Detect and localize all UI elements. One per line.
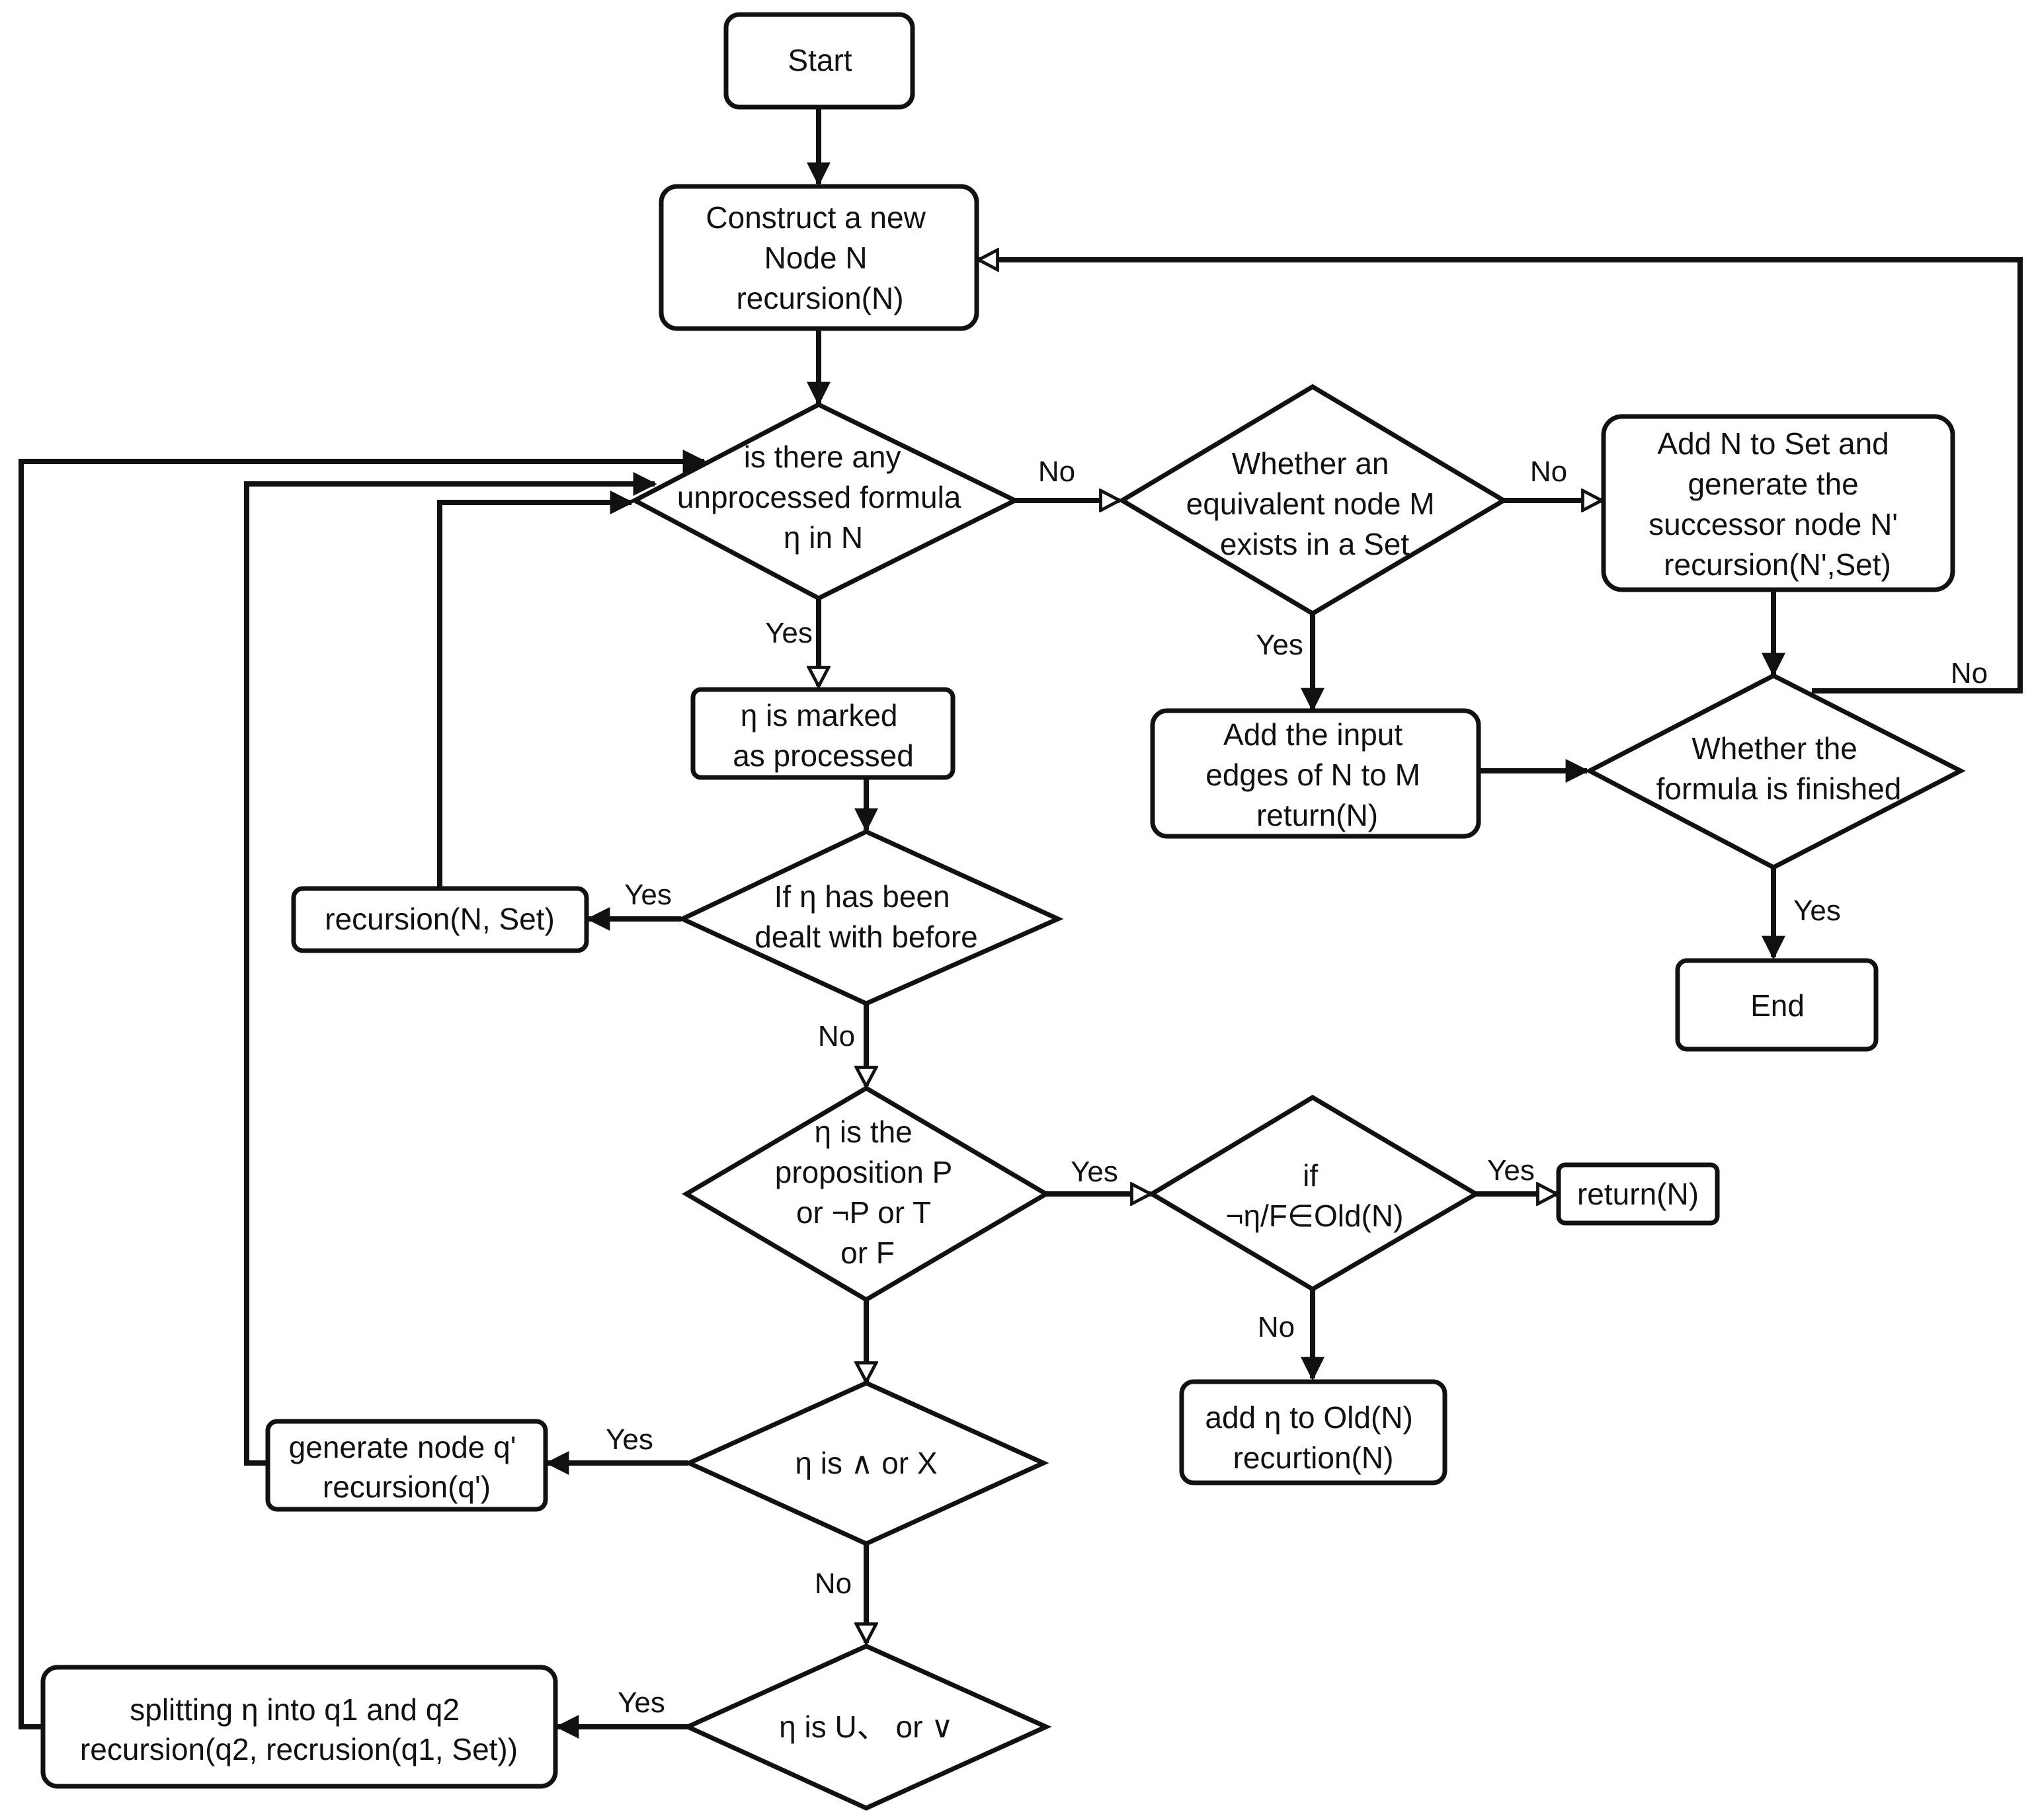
- generate-q-box: [265, 1419, 548, 1512]
- finished-label: Whether the formula is finished: [1656, 731, 1902, 806]
- return-label: return(N): [1577, 1177, 1699, 1211]
- edge-finished-no-loop: [979, 260, 2023, 693]
- end-label: End: [1750, 988, 1805, 1023]
- finished-decision: [1584, 673, 1966, 870]
- dealt-before-decision: [676, 829, 1064, 1006]
- u-or-label: η is U、 or ∨: [779, 1710, 954, 1744]
- label-old-no: No: [1258, 1311, 1295, 1343]
- add-old-label: add η to Old(N) recurtion(N): [1205, 1400, 1421, 1475]
- add-to-set-box: [1601, 414, 1955, 592]
- equivalent-decision: [1118, 383, 1508, 617]
- recursion-set-label: recursion(N, Set): [325, 902, 555, 936]
- proposition-decision: [682, 1085, 1051, 1303]
- old-decision: [1147, 1094, 1481, 1292]
- add-to-set-label: Add N to Set and generate the successor …: [1649, 426, 1906, 582]
- edge-splitting-to-unprocessed: [19, 450, 707, 1729]
- add-old-box: [1179, 1379, 1447, 1485]
- label-u-or-yes: Yes: [618, 1686, 665, 1719]
- label-and-x-no: No: [815, 1567, 852, 1600]
- splitting-box: [40, 1665, 558, 1789]
- recursion-set-box: [291, 886, 589, 953]
- label-finished-no: No: [1951, 657, 1988, 690]
- label-proposition-yes: Yes: [1071, 1156, 1118, 1188]
- equivalent-label: Whether an equivalent node M exists in a…: [1186, 446, 1444, 561]
- dealt-before-label: If η has been dealt with before: [754, 879, 978, 954]
- mark-processed-box: [690, 687, 956, 780]
- unprocessed-decision: [630, 402, 1020, 601]
- edges: [19, 109, 2023, 1739]
- splitting-label: splitting η into q1 and q2 recursion(q2,…: [80, 1692, 518, 1766]
- end-box: [1675, 958, 1879, 1052]
- mark-processed-label: η is marked as processed: [733, 698, 914, 773]
- add-input-edges-box: [1150, 708, 1481, 839]
- label-old-yes: Yes: [1487, 1154, 1535, 1187]
- old-check-label: if ¬η/F∈Old(N): [1226, 1158, 1404, 1233]
- unprocessed-label: is there any unprocessed formula η in N: [677, 440, 969, 555]
- label-unprocessed-no: No: [1038, 455, 1075, 488]
- generate-q-label: generate node q' recursion(q'): [289, 1430, 525, 1504]
- return-box: [1556, 1162, 1720, 1226]
- and-x-decision: [683, 1380, 1049, 1546]
- edge-labels: No No Yes Yes No Yes Yes No Yes Yes No Y…: [606, 455, 1988, 1719]
- label-finished-yes: Yes: [1793, 894, 1841, 927]
- u-or-decision: [682, 1643, 1052, 1811]
- and-x-label: η is ∧ or X: [795, 1446, 937, 1480]
- label-dealt-yes: Yes: [624, 879, 672, 911]
- start-box: [723, 12, 915, 110]
- label-and-x-yes: Yes: [606, 1423, 653, 1456]
- construct-node-box: [659, 184, 979, 331]
- edge-generateq-to-unprocessed: [244, 472, 657, 1466]
- proposition-label: η is the proposition P or ¬P or T or F: [775, 1115, 960, 1270]
- node-shapes: [40, 12, 1966, 1811]
- add-input-edges-label: Add the input edges of N to M return(N): [1205, 717, 1429, 832]
- construct-node-label: Construct a new Node N recursion(N): [706, 200, 934, 315]
- node-labels: Start Construct a new Node N recursion(N…: [80, 43, 1906, 1766]
- label-equivalent-yes: Yes: [1256, 629, 1303, 661]
- label-dealt-no: No: [818, 1020, 855, 1052]
- start-label: Start: [788, 43, 852, 77]
- edge-recursionset-to-unprocessed: [437, 491, 634, 887]
- label-equivalent-no: No: [1530, 455, 1567, 488]
- label-unprocessed-yes: Yes: [765, 617, 813, 649]
